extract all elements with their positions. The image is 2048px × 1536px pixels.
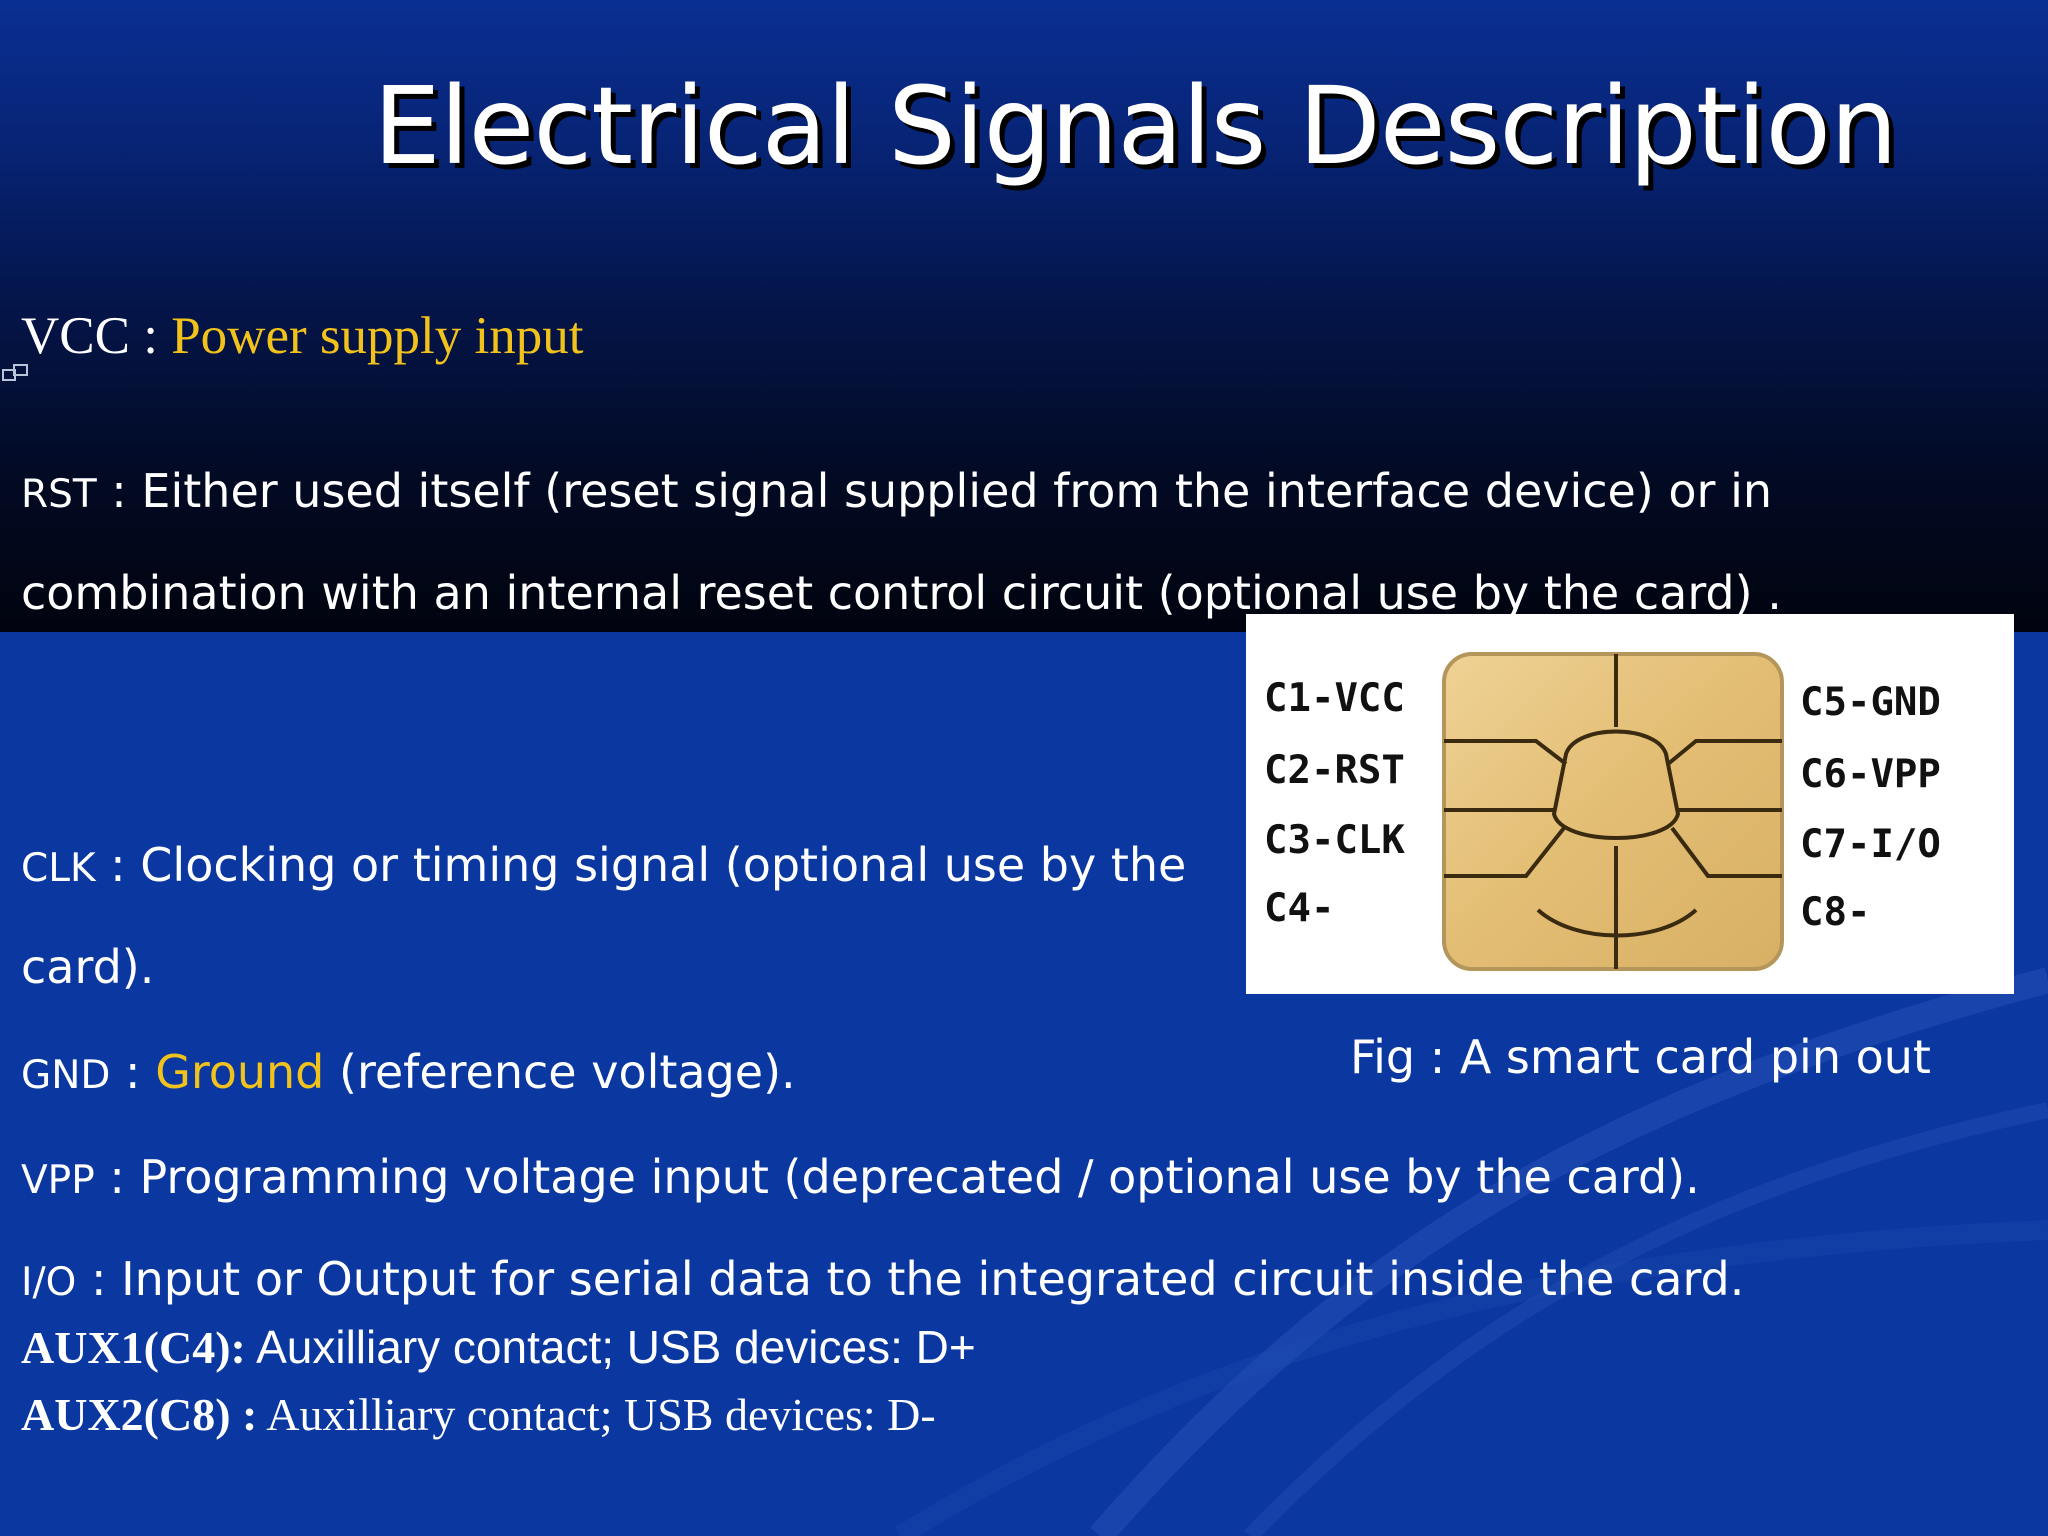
io-label: I/O: [21, 1260, 77, 1305]
vcc-label: VCC :: [21, 307, 172, 365]
pin-label-c1: C1-VCC: [1264, 676, 1405, 721]
io-description: : Input or Output for serial data to the…: [76, 1252, 1745, 1306]
figure-caption: Fig : A smart card pin out: [1350, 1030, 1931, 1084]
rst-line-1: RST : Either used itself (reset signal s…: [21, 464, 1772, 518]
clk-line-2: card).: [21, 940, 155, 994]
aux2-label: AUX2(C8) :: [21, 1389, 258, 1440]
vpp-line: VPP : Programming voltage input (depreca…: [21, 1150, 1700, 1204]
clk-line-1: CLK : Clocking or timing signal (optiona…: [21, 838, 1186, 892]
pin-label-c3: C3-CLK: [1264, 818, 1405, 863]
gnd-highlight: Ground: [155, 1045, 325, 1099]
clk-description-1: : Clocking or timing signal (optional us…: [95, 838, 1187, 892]
vpp-label: VPP: [21, 1158, 95, 1203]
gnd-line: GND : Ground (reference voltage).: [21, 1045, 796, 1099]
aux2-description: Auxilliary contact; USB devices: D-: [257, 1389, 936, 1440]
rst-description-1: : Either used itself (reset signal suppl…: [96, 464, 1773, 518]
vcc-line: VCC : Power supply input: [21, 306, 583, 366]
gnd-separator: :: [110, 1045, 156, 1099]
gnd-description: (reference voltage).: [324, 1045, 796, 1099]
aux1-description: Auxilliary contact; USB devices: D+: [245, 1321, 976, 1373]
pin-label-c8: C8-: [1800, 890, 1871, 935]
io-line: I/O : Input or Output for serial data to…: [21, 1252, 1744, 1306]
aux1-label: AUX1(C4):: [21, 1322, 246, 1373]
pin-label-c6: C6-VPP: [1800, 752, 1941, 797]
clk-label: CLK: [21, 846, 96, 891]
rst-line-2: combination with an internal reset contr…: [21, 566, 1782, 620]
vcc-description: Power supply input: [171, 307, 584, 365]
bullet-icon: [2, 364, 28, 381]
pin-label-c7: C7-I/O: [1800, 822, 1941, 867]
header-band: [0, 0, 2048, 632]
slide-title: Electrical Signals Description: [373, 65, 1898, 189]
vpp-description: : Programming voltage input (deprecated …: [94, 1150, 1700, 1204]
pin-label-c5: C5-GND: [1800, 680, 1941, 725]
aux2-line: AUX2(C8) : Auxilliary contact; USB devic…: [21, 1388, 936, 1441]
chip-contacts-image: [1442, 652, 1784, 971]
pin-label-c2: C2-RST: [1264, 748, 1405, 793]
rst-label: RST: [21, 472, 97, 517]
pin-label-c4: C4-: [1264, 886, 1335, 931]
gnd-label: GND: [21, 1053, 111, 1098]
aux1-line: AUX1(C4): Auxilliary contact; USB device…: [21, 1320, 976, 1374]
smart-card-figure: C1-VCC C2-RST C3-CLK C4- C5-GND C6-VPP C…: [1246, 614, 2014, 994]
